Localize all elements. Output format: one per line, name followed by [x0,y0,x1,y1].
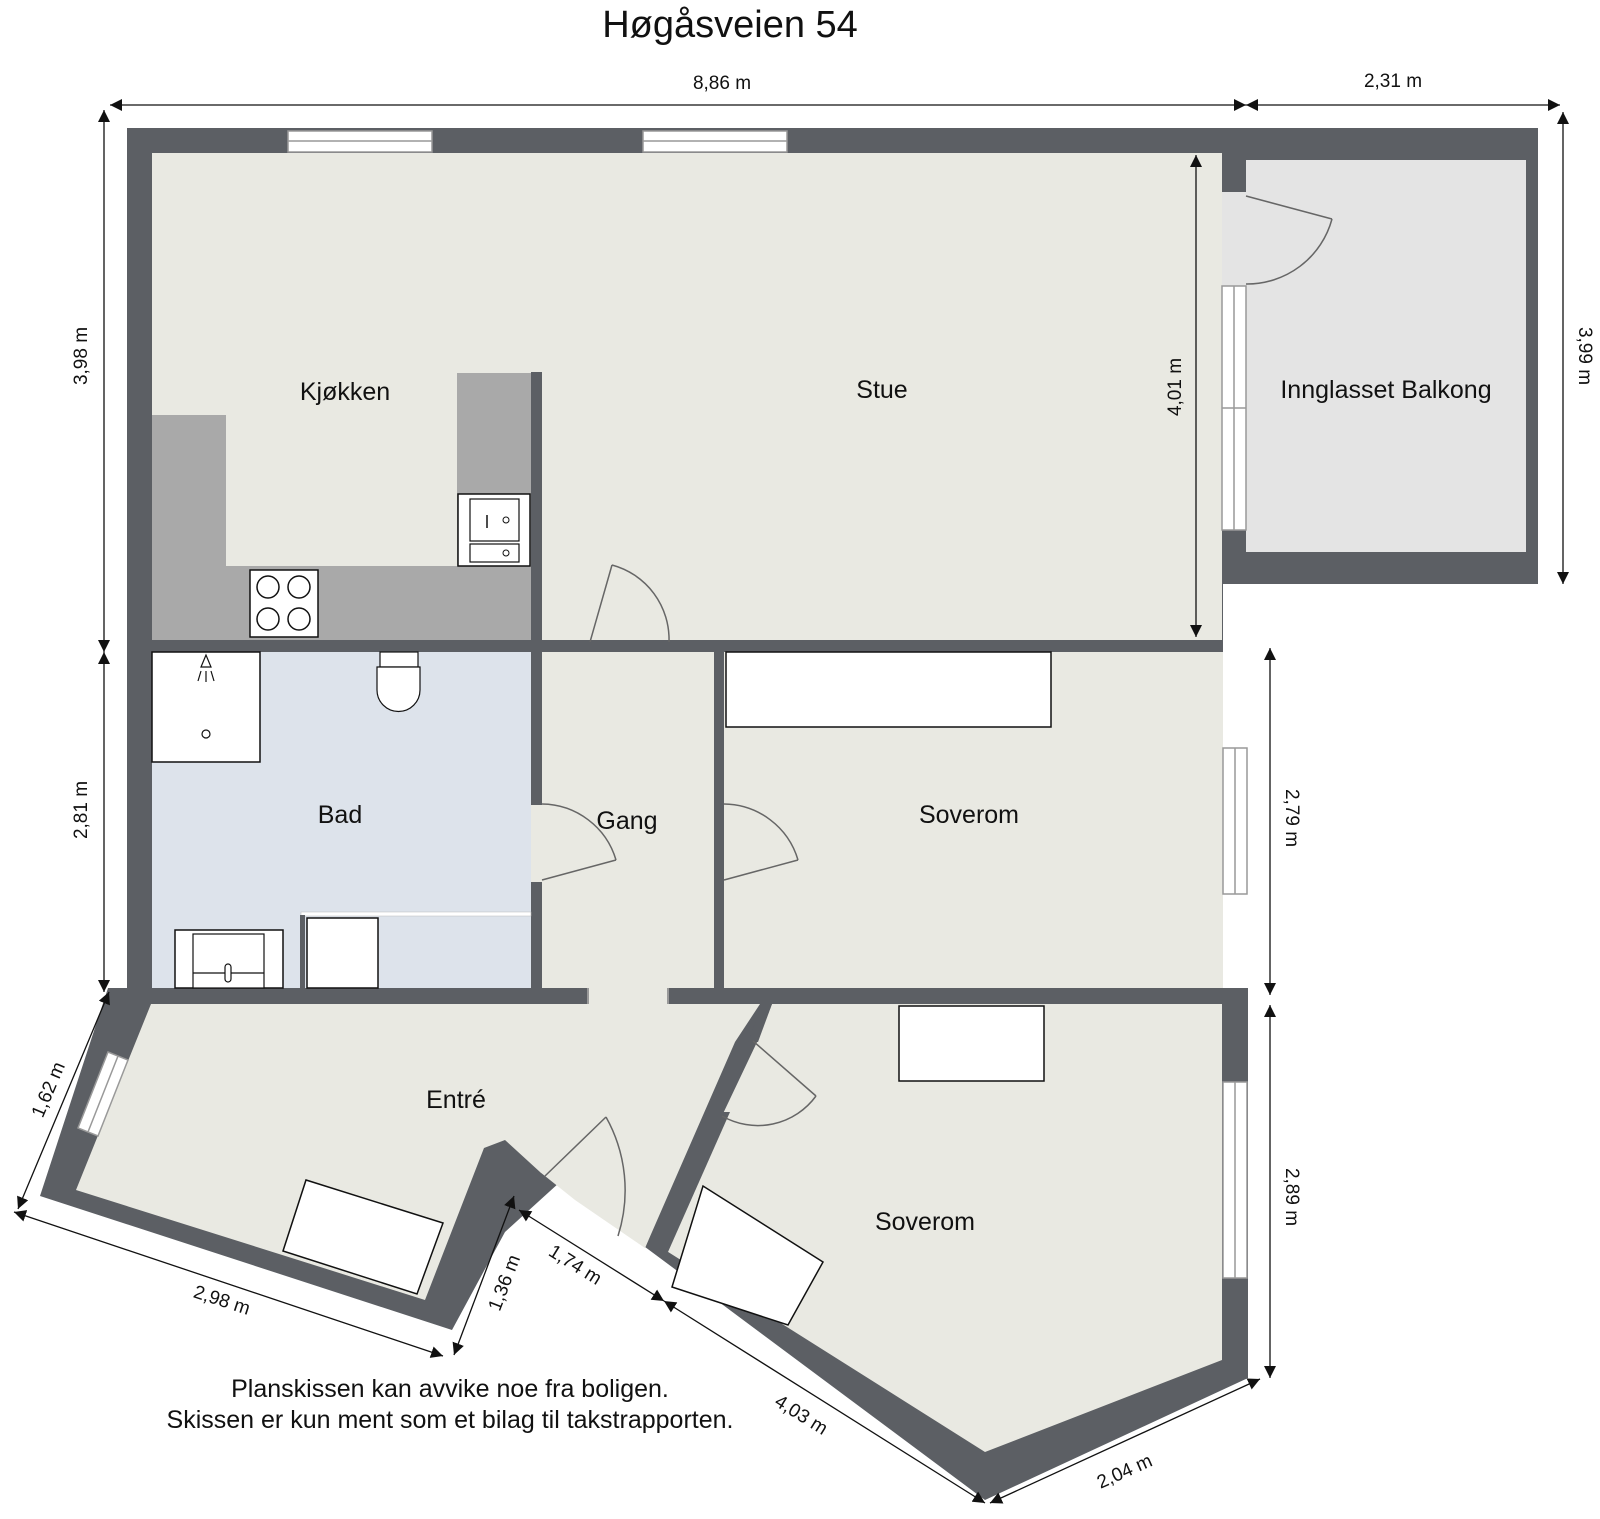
dim-right-soverom-1: 2,79 m [1281,789,1302,847]
room-label-gang: Gang [596,807,657,835]
dim-right-soverom-2: 2,89 m [1281,1168,1302,1226]
floor-soverom-2 [665,1004,1222,1452]
dim-soverom-2-bottom-right: 2,04 m [1094,1451,1156,1494]
disclaimer: Planskissen kan avvike noe fra boligen. … [100,1374,800,1436]
wardrobe-soverom-2 [898,1005,1045,1082]
room-label-entre: Entré [426,1086,486,1114]
room-label-soverom-1: Soverom [919,801,1019,829]
dim-balcony-height: 3,99 m [1574,327,1595,385]
shower-icon [151,651,261,763]
room-label-bad: Bad [318,801,362,829]
dimension-lines [13,99,1569,1504]
dim-entre-bottom: 2,98 m [191,1282,253,1320]
dim-top-balcony: 2,31 m [1364,71,1422,92]
kitchen-sink-icon [457,493,531,567]
room-label-kjokken: Kjøkken [300,378,390,406]
disclaimer-line-1: Planskissen kan avvike noe fra boligen. [231,1375,669,1403]
floor-balkong [1246,160,1526,552]
dim-entre-window-wall: 1,62 m [28,1059,70,1121]
toilet-icon [376,651,421,713]
wardrobe-soverom-1 [725,651,1052,728]
dim-left-upper: 3,98 m [71,327,92,385]
floor-stue [152,153,1222,640]
dim-top-main: 8,86 m [693,73,751,94]
room-label-balkong: Innglasset Balkong [1280,376,1491,404]
dim-entry-door-wall: 1,74 m [545,1241,605,1290]
bath-sink-icon [174,929,284,989]
dim-left-lower: 2,81 m [71,781,92,839]
doors [541,195,1333,1237]
dim-stue-height: 4,01 m [1165,358,1186,416]
floor-gang [542,652,714,988]
washer-icon [300,911,532,989]
disclaimer-line-2: Skissen er kun ment som et bilag til tak… [166,1406,734,1434]
interior-walls [152,372,1223,1252]
room-label-soverom-2: Soverom [875,1208,975,1236]
plan-title: Høgåsveien 54 [602,4,858,46]
room-label-stue: Stue [856,376,907,404]
dim-entry-notch: 1,36 m [485,1252,525,1314]
stove-icon [249,569,319,638]
